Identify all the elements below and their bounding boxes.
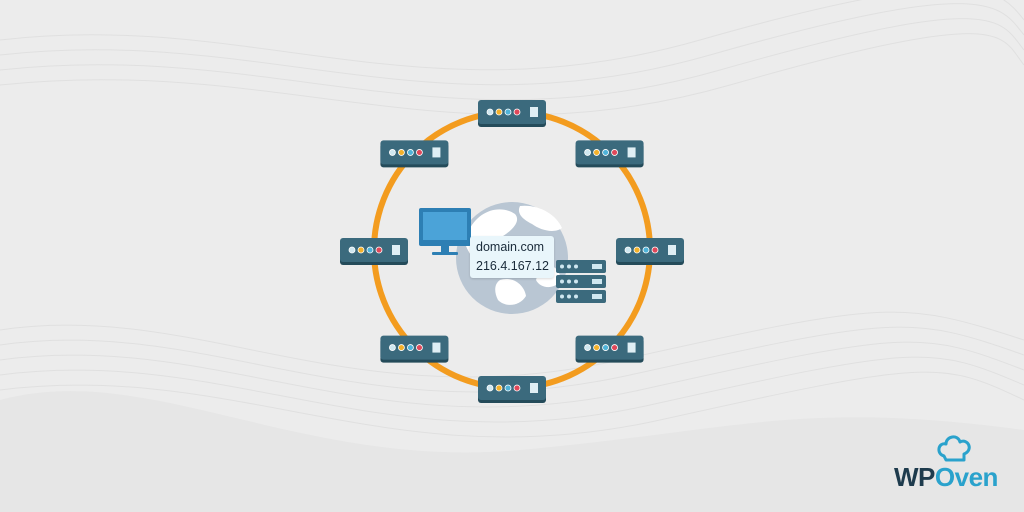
- domain-ip-label: domain.com 216.4.167.12: [470, 236, 554, 278]
- node-top-left: [380, 140, 449, 168]
- node-right: [616, 238, 684, 265]
- server-stack-icon: [556, 260, 606, 303]
- node-top: [478, 100, 546, 127]
- node-bottom: [478, 376, 546, 403]
- brand-name-prefix: WP: [894, 462, 935, 492]
- node-top-right: [575, 140, 644, 168]
- node-bottom-right: [575, 335, 644, 363]
- monitor-icon: [419, 208, 471, 255]
- chef-hat-icon: [937, 435, 971, 462]
- node-left: [340, 238, 408, 265]
- brand-name-suffix: Oven: [934, 462, 999, 492]
- brand-logo: WPOven: [894, 462, 998, 493]
- domain-name-text: domain.com: [476, 240, 545, 254]
- ip-address-text: 216.4.167.12: [476, 259, 549, 273]
- node-bottom-left: [380, 335, 449, 363]
